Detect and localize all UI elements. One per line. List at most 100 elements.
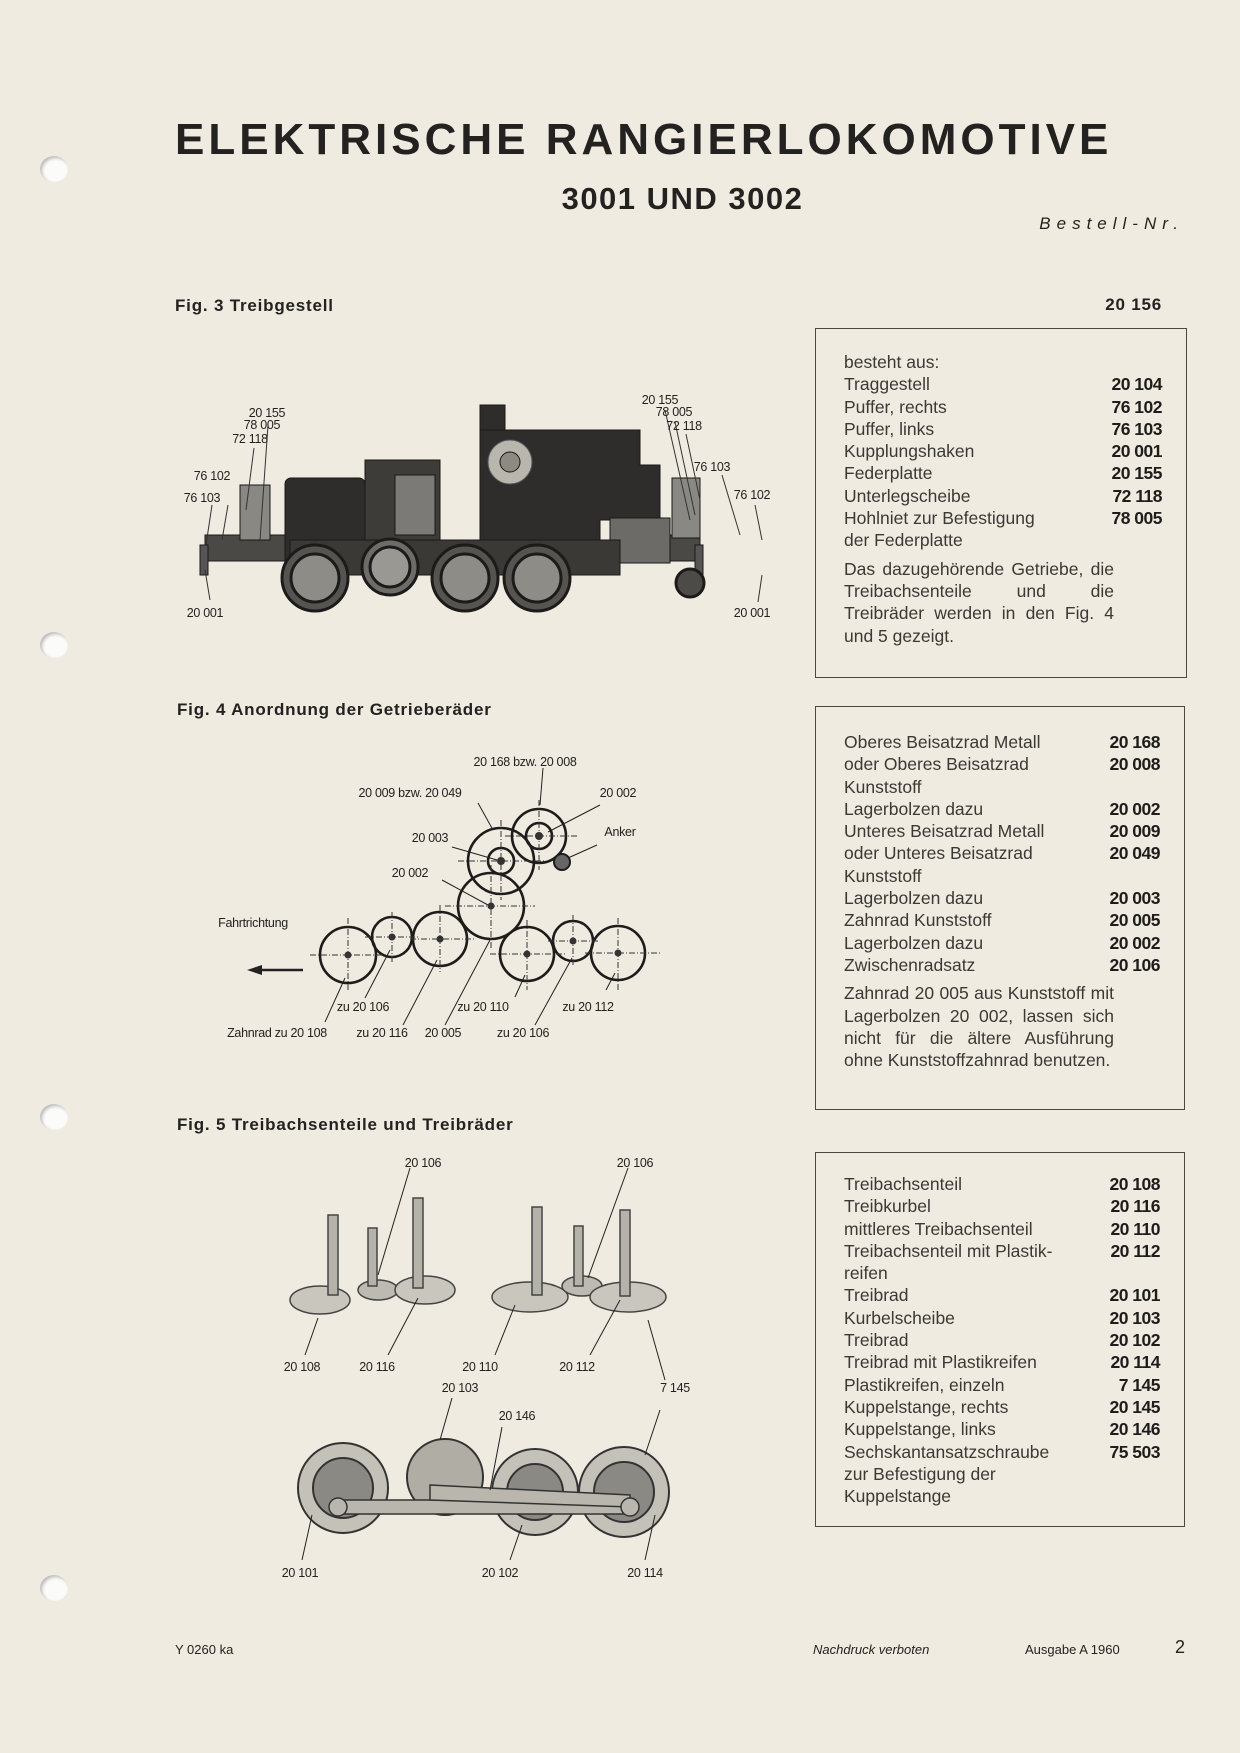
part-number: 20 168 [1109,732,1160,752]
part-name: Kunststoff [844,865,922,886]
part-row: der Federplatte [844,529,1162,551]
part-row: Kuppelstange [844,1485,1160,1507]
fig5-label: 7 145 [660,1381,690,1395]
footer-code: Y 0260 ka [175,1642,234,1657]
fig5-label: 20 110 [462,1360,498,1374]
fig5-label: 20 103 [441,1381,479,1395]
part-number: 20 155 [1111,463,1162,484]
parts-note: Das dazugehörende Getriebe, die Treibach… [844,558,1114,646]
part-name: Federplatte [844,463,933,484]
part-number: 20 002 [1109,798,1160,819]
part-row: reifen [844,1262,1160,1284]
fig5-label: 20 102 [481,1566,519,1580]
part-number: 20 001 [1111,441,1162,462]
part-name: Hohlniet zur Befestigung [844,508,1035,529]
fig4-label: 20 002 [391,866,429,880]
page-subtitle: 3001 UND 3002 [561,181,804,216]
part-row: oder Unteres Beisatzrad 20 049 [844,842,1160,864]
part-number: 20 049 [1109,843,1160,864]
part-name: Lagerbolzen dazu [844,932,984,953]
part-number: 20 146 [1109,1419,1160,1440]
fig3-label: 20 001 [186,606,224,620]
part-name: Treibachsenteil mit Plastik- [844,1240,1053,1261]
fig5-label: 20 101 [281,1566,319,1580]
page-title: ELEKTRISCHE RANGIERLOKOMOTIVE [175,115,1113,164]
fig3-label: 20 155 [641,393,679,407]
fig4-heading: Fig. 4 Anordnung der Getrieberäder [177,700,492,719]
fig5-heading: Fig. 5 Treibachsenteile und Treibräder [177,1115,514,1134]
part-number: 76 103 [1111,418,1162,439]
order-number-label: Bestell-Nr. [1039,214,1184,233]
part-number: 20 108 [1109,1174,1160,1194]
part-name: Lagerbolzen dazu [844,798,984,819]
fig3-label: 72 118 [666,419,702,433]
part-name: Treibrad mit Plastikreifen [844,1352,1037,1373]
fig5-label: 20 146 [498,1409,536,1423]
part-number: 20 102 [1109,1330,1160,1351]
part-number: 20 104 [1111,374,1162,395]
fig4-label: 20 003 [411,831,449,845]
punch-hole [40,1575,68,1601]
part-name: Traggestell [844,374,930,395]
fig4-label: zu 20 106 [496,1026,550,1040]
part-number: 72 118 [1112,485,1162,506]
part-name: Unteres Beisatzrad Metall [844,821,1045,842]
part-number: 20 103 [1109,1307,1160,1328]
part-number: 20 106 [1109,954,1160,975]
part-name: oder Unteres Beisatzrad [844,843,1033,864]
punch-hole [40,1104,68,1130]
part-row: Unterlegscheibe 72 118 [844,485,1162,507]
fig4-label: 20 002 [599,786,637,800]
part-name: Plastikreifen, einzeln [844,1374,1005,1395]
part-row: Treibrad 20 102 [844,1329,1160,1351]
part-name: Zwischenradsatz [844,954,976,975]
part-number: 20 003 [1109,888,1160,909]
part-row: Kunststoff [844,776,1160,798]
fig4-direction-label: Fahrtrichtung [218,916,288,930]
fig4-label: 20 009 bzw. 20 049 [358,786,462,800]
part-number: 76 102 [1111,396,1162,417]
punch-hole [40,156,68,182]
part-row: Kunststoff [844,865,1160,887]
part-number: 20 110 [1110,1218,1160,1239]
part-name: Kuppelstange [844,1486,952,1507]
fig3-label: 78 005 [655,405,693,419]
part-row: Federplatte 20 155 [844,462,1162,484]
part-number: 20 008 [1109,754,1160,775]
part-name: Kunststoff [844,776,922,797]
part-name: Treibkurbel [844,1196,931,1217]
part-row: Kuppelstange, links 20 146 [844,1418,1160,1440]
part-row: Zwischenradsatz 20 106 [844,954,1160,976]
punch-hole [40,632,68,658]
part-name: Treibrad [844,1330,909,1351]
fig3-label: 76 103 [183,491,221,505]
fig4-label: 20 005 [424,1026,462,1040]
fig3-heading: Fig. 3 Treibgestell [175,296,334,315]
part-name: Unterlegscheibe [844,485,971,506]
part-name: Treibrad [844,1285,909,1306]
fig5-label: 20 106 [404,1156,442,1170]
fig3-label: 72 118 [232,432,268,446]
part-name: Kuppelstange, links [844,1419,996,1440]
part-name: zur Befestigung der [844,1463,996,1484]
fig5-label: 20 114 [627,1566,663,1580]
part-row: Lagerbolzen dazu 20 002 [844,798,1160,820]
parts-note: Zahnrad 20 005 aus Kunststoff mit Lagerb… [844,983,1114,1071]
footer-edition: Ausgabe A 1960 [1025,1642,1120,1657]
part-name: Oberes Beisatzrad Metall [844,732,1041,752]
part-number: 20 101 [1109,1285,1160,1306]
fig3-label: 20 155 [248,406,286,420]
